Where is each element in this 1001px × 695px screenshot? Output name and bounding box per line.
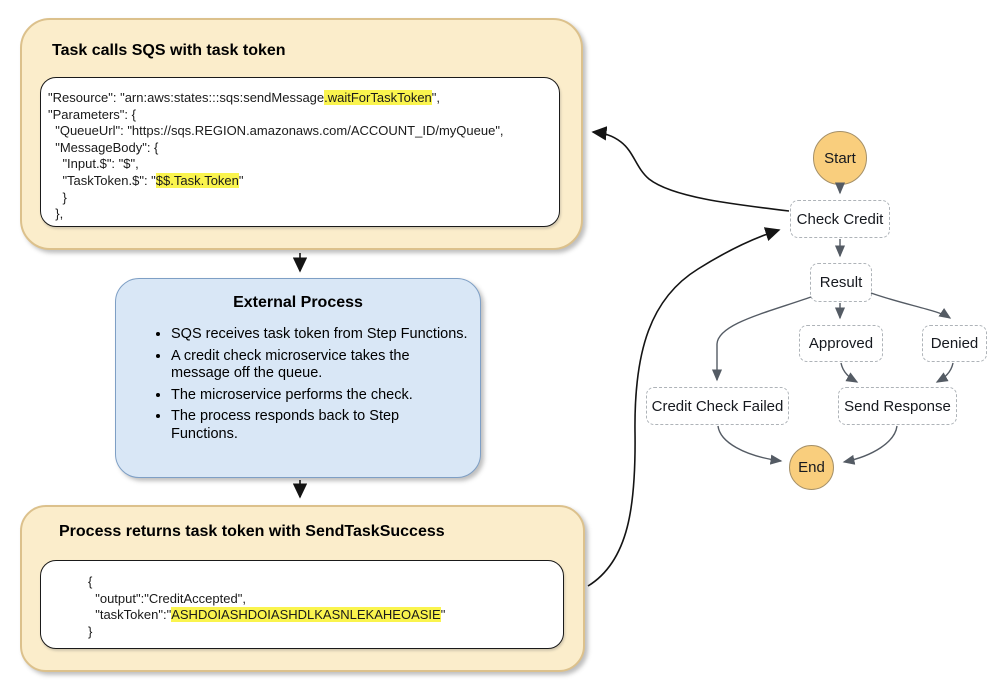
edge-send-response-end bbox=[842, 425, 898, 465]
highlighted-token: ASHDOIASHDOIASHDLKASNLEKAHEOASIE bbox=[171, 607, 441, 623]
external-process-bullet-list: SQS receives task token from Step Functi… bbox=[116, 326, 470, 443]
code-line: "Input.$": "$", bbox=[48, 156, 139, 172]
state-start-label: Start bbox=[824, 149, 856, 167]
state-end: End bbox=[789, 445, 834, 490]
state-credit-check-failed: Credit Check Failed bbox=[646, 387, 789, 425]
state-end-label: End bbox=[798, 459, 825, 476]
state-check-credit: Check Credit bbox=[790, 200, 890, 238]
state-send-response-label: Send Response bbox=[844, 397, 951, 415]
sqs-code-block: "Resource": "arn:aws:states:::sqs:sendMe… bbox=[40, 77, 560, 227]
arrow-check-credit-to-sqs-panel bbox=[591, 126, 790, 212]
panel-external-process: External Process SQS receives task token… bbox=[115, 278, 481, 478]
state-approved-label: Approved bbox=[808, 335, 874, 352]
code-line: "QueueUrl": "https://sqs.REGION.amazonaw… bbox=[48, 123, 504, 139]
edge-result-denied bbox=[870, 292, 952, 319]
state-check-credit-label: Check Credit bbox=[796, 210, 884, 228]
code-line: "Resource": "arn:aws:states:::sqs:sendMe… bbox=[48, 90, 441, 105]
highlighted-token: $$.Task.Token bbox=[155, 172, 239, 188]
state-approved: Approved bbox=[799, 325, 883, 362]
bullet-item: The process responds back to Step Functi… bbox=[171, 408, 470, 443]
code-line: { bbox=[88, 574, 93, 589]
panel-send-task-success: Process returns task token with SendTask… bbox=[20, 505, 585, 672]
edge-credit-check-failed-end bbox=[717, 425, 783, 465]
bullet-item: A credit check microservice takes the me… bbox=[171, 348, 470, 383]
state-credit-check-failed-label: Credit Check Failed bbox=[651, 397, 784, 415]
highlighted-token: .waitForTaskToken bbox=[324, 90, 432, 105]
code-line: "output":"CreditAccepted", bbox=[88, 590, 246, 606]
edge-approved-send-response bbox=[840, 362, 859, 383]
code-line: "taskToken":"ASHDOIASHDOIASHDLKASNLEKAHE… bbox=[88, 607, 446, 623]
code-line: "TaskToken.$": "$$.Task.Token" bbox=[48, 172, 244, 188]
panel-task-calls-sqs: Task calls SQS with task token "Resource… bbox=[20, 18, 583, 250]
panel-external-process-title: External Process bbox=[233, 294, 363, 311]
send-task-success-code-block: { "output":"CreditAccepted", "taskToken"… bbox=[40, 560, 564, 649]
code-line: "MessageBody": { bbox=[48, 139, 159, 155]
code-line: "Parameters": { bbox=[48, 106, 136, 122]
state-result-label: Result bbox=[819, 274, 863, 291]
state-result: Result bbox=[810, 263, 872, 302]
code-line: }, bbox=[48, 206, 64, 222]
state-send-response: Send Response bbox=[838, 387, 957, 425]
panel-task-calls-sqs-title: Task calls SQS with task token bbox=[52, 42, 286, 59]
panel-send-task-success-title: Process returns task token with SendTask… bbox=[59, 523, 445, 540]
state-denied: Denied bbox=[922, 325, 987, 362]
code-line: } bbox=[48, 189, 67, 205]
edge-result-credit-check-failed bbox=[711, 296, 812, 382]
state-start: Start bbox=[813, 131, 867, 185]
bullet-item: The microservice performs the check. bbox=[171, 387, 470, 405]
edge-denied-send-response bbox=[935, 362, 954, 383]
code-line: } bbox=[88, 623, 93, 639]
bullet-item: SQS receives task token from Step Functi… bbox=[171, 326, 470, 344]
state-denied-label: Denied bbox=[930, 335, 979, 352]
